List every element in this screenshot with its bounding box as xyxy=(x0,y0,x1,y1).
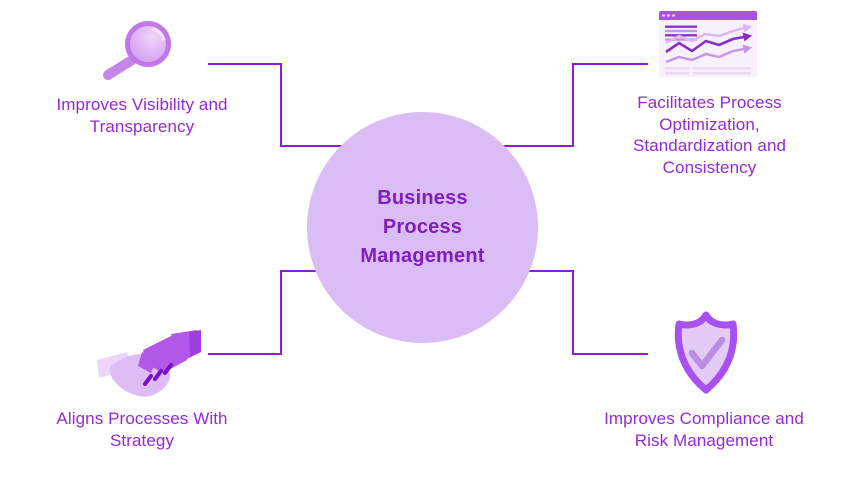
center-title-line: Business xyxy=(377,187,468,209)
center-node-circle: Business Process Management xyxy=(307,112,538,343)
label-aligns-processes: Aligns Processes With Strategy xyxy=(32,408,252,451)
label-improves-compliance: Improves Compliance and Risk Management xyxy=(589,408,819,451)
label-line: Aligns Processes With xyxy=(56,409,228,428)
handshake-icon xyxy=(97,330,201,397)
label-line: Improves Compliance and xyxy=(604,409,804,428)
label-facilitates-optimization: Facilitates Process Optimization, Standa… xyxy=(597,92,822,178)
center-title: Business Process Management xyxy=(360,184,484,271)
label-line: Transparency xyxy=(89,116,195,136)
chart-window-icon xyxy=(659,11,757,77)
magnifier-icon xyxy=(103,21,171,80)
label-line: Optimization, xyxy=(659,114,760,134)
label-line: Risk Management xyxy=(634,430,774,450)
label-line: Improves Visibility and xyxy=(56,95,228,114)
label-line: Standardization and xyxy=(632,136,787,155)
label-line: Strategy xyxy=(109,430,175,450)
shield-check-icon xyxy=(674,311,738,394)
label-line: Facilitates Process xyxy=(637,93,782,112)
label-line: Consistency xyxy=(662,157,757,177)
center-title-line: Process xyxy=(382,216,463,238)
label-improves-visibility: Improves Visibility and Transparency xyxy=(32,94,252,137)
center-title-line: Management xyxy=(360,245,485,267)
